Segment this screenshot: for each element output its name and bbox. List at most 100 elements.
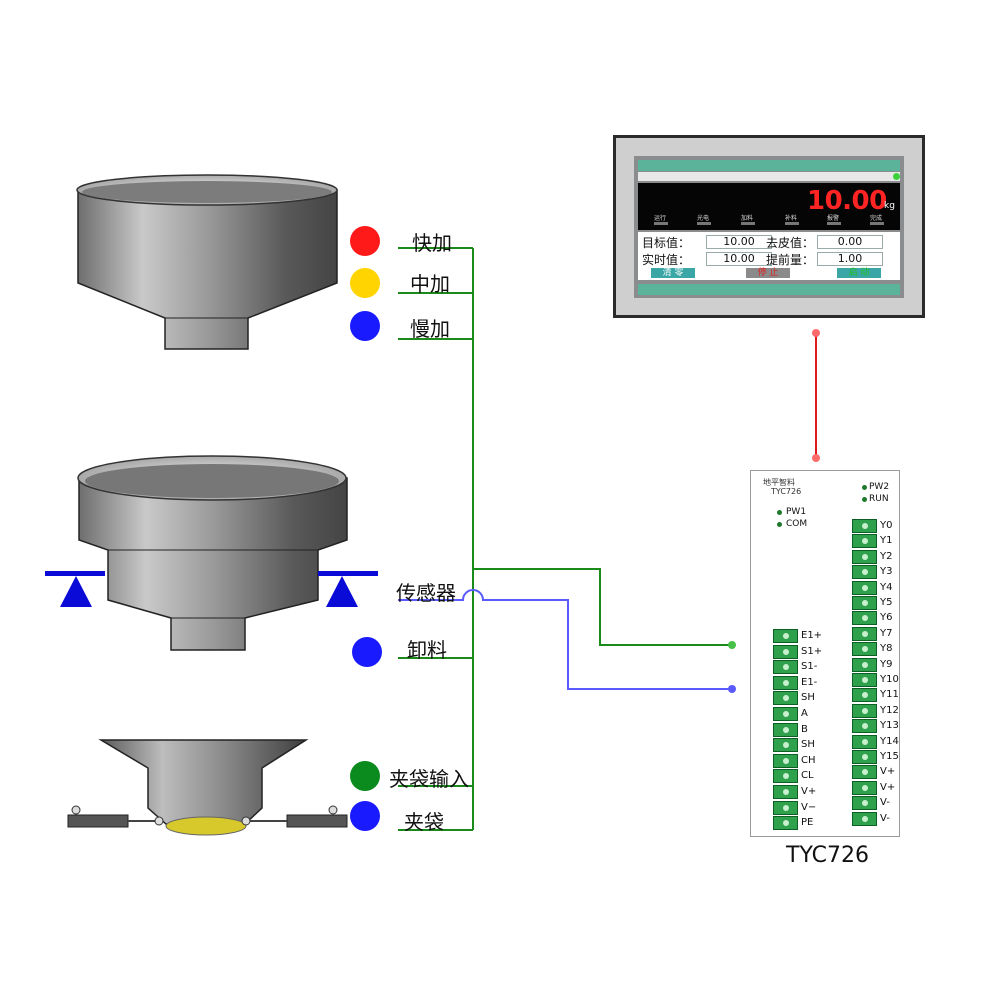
right-terminal: [852, 673, 877, 687]
realtime-label: 实时值：: [642, 253, 691, 267]
target-label: 目标值：: [642, 236, 691, 250]
controller-module: 地平智料 TYC726 PW2 RUN PW1 COM E1+S1+S1-E1-…: [750, 470, 900, 837]
left-terminal-label: V+: [801, 786, 817, 797]
right-terminal: [852, 657, 877, 672]
right-terminal-label: Y8: [880, 643, 893, 655]
fast-feed-label: 快加: [412, 231, 452, 255]
left-terminal: [773, 644, 798, 659]
left-terminal-label: S1+: [801, 645, 823, 657]
pw1-led: [777, 510, 782, 515]
bag-clamp-input-indicator: [350, 761, 380, 791]
discharge-label: 卸料: [407, 638, 447, 662]
com-led: [777, 522, 782, 527]
slow-feed-label: 慢加: [410, 317, 450, 341]
right-terminal: [852, 719, 877, 734]
hmi-bottom-bar: [638, 284, 900, 295]
status-done: 完成: [870, 215, 883, 222]
run-led: [862, 497, 867, 502]
left-terminal: [773, 753, 798, 768]
fast-feed-indicator: [350, 226, 380, 256]
right-terminal-label: Y4: [880, 581, 893, 593]
right-terminal: [852, 519, 877, 533]
right-terminal-label: V+: [880, 781, 896, 793]
right-terminal: [852, 642, 877, 657]
right-terminal-label: V-: [880, 812, 890, 824]
tare-value[interactable]: 0.00: [817, 235, 883, 249]
left-terminal: [773, 691, 798, 706]
right-terminal-label: Y12: [880, 704, 899, 716]
right-terminal: [852, 580, 877, 595]
left-terminal-label: CH: [801, 754, 816, 766]
left-terminal: [773, 785, 798, 799]
left-terminal-label: V−: [801, 801, 817, 813]
right-terminal: [852, 611, 877, 626]
right-terminal: [852, 765, 877, 780]
run-label: RUN: [869, 494, 889, 504]
weigh-hopper: [77, 455, 348, 651]
left-terminal-label: SH: [801, 739, 815, 751]
advance-value[interactable]: 1.00: [817, 252, 883, 266]
controller-model: TYC726: [771, 487, 802, 496]
left-terminal-label: SH: [801, 692, 815, 704]
controller-brand: 地平智料: [763, 478, 795, 487]
right-terminal-label: Y7: [880, 627, 893, 639]
wire-end-green: [728, 641, 736, 649]
right-terminal: [852, 734, 877, 749]
right-terminal-label: Y3: [880, 566, 893, 578]
hmi-screen: 10.00 kg 运行 光电 加料 补料 报警 完成 目标值： 10.00 去皮…: [634, 156, 904, 298]
bag-clamp-assembly: [67, 739, 348, 836]
weight-unit: kg: [884, 201, 895, 211]
right-terminal: [852, 549, 877, 564]
zero-button[interactable]: 清 零: [651, 268, 695, 278]
realtime-value: 10.00: [706, 252, 772, 266]
tare-label: 去皮值：: [766, 236, 815, 250]
medium-feed-label: 中加: [410, 272, 450, 296]
right-terminal-label: Y9: [880, 658, 893, 670]
pw1-label: PW1: [786, 507, 807, 517]
weight-readout: 10.00: [807, 186, 887, 216]
com-label: COM: [786, 519, 808, 529]
right-terminal-label: Y2: [880, 550, 893, 562]
bag-clamp-input-label: 夹袋输入: [389, 767, 469, 791]
right-terminal: [852, 534, 877, 549]
right-terminal: [852, 780, 877, 795]
right-terminal: [852, 626, 877, 641]
right-terminal: [852, 811, 877, 826]
left-terminal-label: S1-: [801, 661, 818, 673]
right-terminal: [852, 596, 877, 610]
stop-button[interactable]: 停 止: [746, 268, 790, 278]
status-run: 运行: [654, 215, 667, 222]
feed-hopper: [76, 174, 338, 350]
hmi-top-bar: [638, 160, 900, 171]
right-terminal-label: Y10: [880, 674, 899, 685]
left-terminal-label: B: [801, 723, 808, 735]
right-terminal-label: Y15: [880, 751, 899, 762]
left-terminal: [773, 769, 798, 784]
discharge-indicator: [352, 637, 382, 667]
right-terminal-label: Y6: [880, 612, 893, 624]
wire-end-blue: [728, 685, 736, 693]
start-button[interactable]: 启 动: [837, 268, 881, 278]
controller-caption: TYC726: [786, 843, 870, 868]
green-wiring: [398, 247, 732, 831]
target-value[interactable]: 10.00: [706, 235, 772, 249]
right-terminal-label: Y0: [880, 520, 893, 531]
right-terminal-label: V+: [880, 766, 896, 778]
right-terminal-label: Y13: [880, 720, 899, 732]
right-terminal-label: Y5: [880, 597, 893, 608]
hmi-display: 10.00 kg 运行 光电 加料 补料 报警 完成 目标值： 10.00 去皮…: [613, 135, 925, 318]
right-terminal-label: V-: [880, 797, 890, 809]
left-terminal: [773, 675, 798, 690]
left-terminal: [773, 660, 798, 675]
left-terminal: [773, 816, 798, 831]
right-terminal: [852, 688, 877, 703]
load-cell-right: [318, 571, 378, 607]
left-terminal-label: A: [801, 708, 808, 719]
left-terminal: [773, 738, 798, 753]
left-terminal-label: E1-: [801, 676, 818, 688]
advance-label: 提前量：: [766, 253, 815, 267]
medium-feed-indicator: [350, 268, 380, 298]
left-terminal-label: CL: [801, 770, 814, 782]
left-terminal-label: E1+: [801, 630, 823, 641]
